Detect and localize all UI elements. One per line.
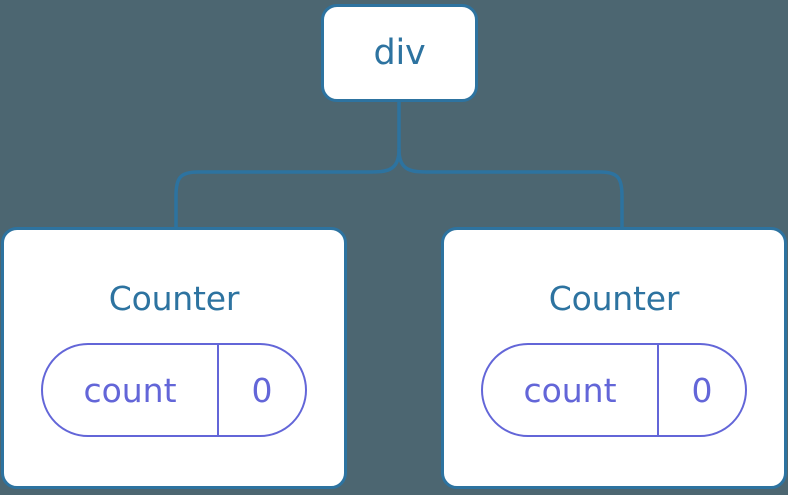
node-div-label: div	[373, 32, 426, 73]
node-counter-left-label: Counter	[108, 279, 240, 318]
node-counter-right[interactable]: Counter count 0	[441, 227, 787, 489]
node-counter-right-label: Counter	[548, 279, 680, 318]
state-pill-right[interactable]: count 0	[481, 343, 747, 437]
node-counter-left[interactable]: Counter count 0	[1, 227, 347, 489]
state-key-label-right: count	[523, 370, 617, 410]
state-pill-left[interactable]: count 0	[41, 343, 307, 437]
state-value-label-left: 0	[251, 370, 273, 410]
state-value-cell-left: 0	[219, 345, 305, 435]
state-value-cell-right: 0	[659, 345, 745, 435]
state-key-label-left: count	[83, 370, 177, 410]
state-key-cell-left: count	[43, 345, 219, 435]
connector-branch-right	[397, 148, 624, 229]
state-key-cell-right: count	[483, 345, 659, 435]
state-value-label-right: 0	[691, 370, 713, 410]
node-div[interactable]: div	[321, 4, 478, 102]
connector-branch-left	[174, 148, 401, 229]
